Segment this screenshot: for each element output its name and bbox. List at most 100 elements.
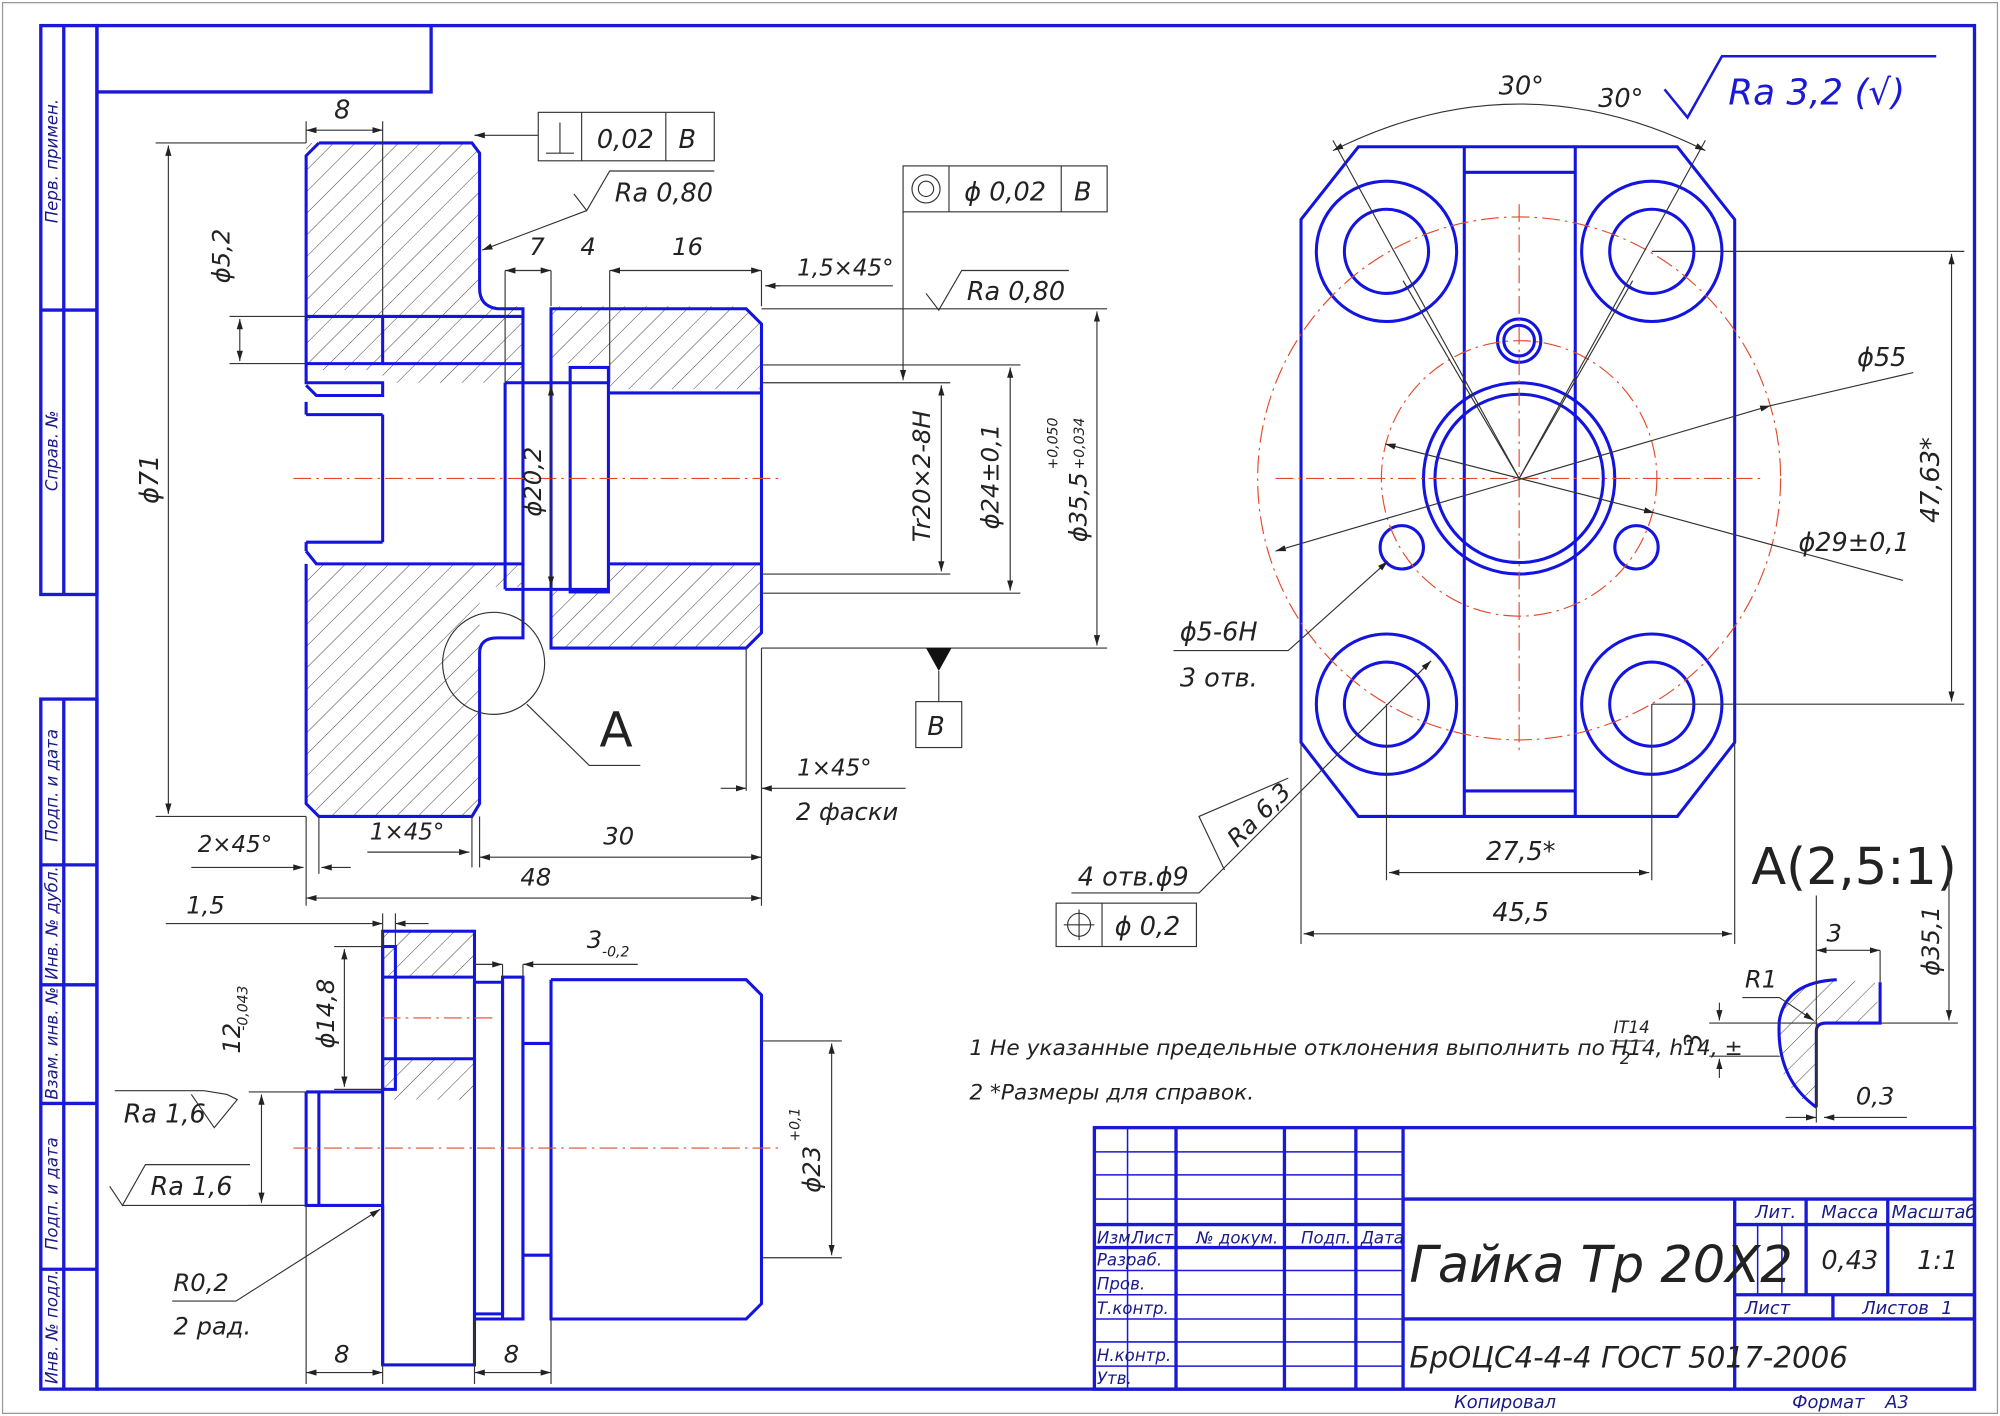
ra-080-a: Ra 0,80 — [615, 179, 713, 209]
dim-2-faski: 2 фаски — [796, 798, 898, 826]
dim-d35-5-tol-up: +0,050 — [1045, 418, 1061, 470]
dim-12-tol: -0,043 — [235, 985, 251, 1030]
dim-d35-5-tol-lo: +0,034 — [1072, 418, 1088, 470]
main-section-view: А 8 7 4 16 1,5×45° ϕ5,2 ϕ71 ϕ20,2 — [135, 96, 1108, 906]
pos-value: ϕ 0,2 — [1115, 912, 1180, 942]
note-fraction-den: 2 — [1620, 1049, 1631, 1068]
dim-4-otv-d9: 4 отв.ϕ9 — [1078, 862, 1189, 892]
dim-1-5: 1,5 — [186, 891, 225, 919]
tb-mass: 0,43 — [1821, 1246, 1878, 1276]
detail-dim-3b: 3 — [1680, 1033, 1708, 1048]
dim-d5-6h: ϕ5-6H — [1180, 617, 1258, 647]
tb-material: БрОЦС4-4-4 ГОСТ 5017-2006 — [1409, 1340, 1848, 1374]
dim-30: 30 — [603, 822, 634, 850]
dim-d55: ϕ55 — [1857, 343, 1906, 373]
ra-16-a: Ra 1,6 — [124, 1100, 206, 1130]
tb-row-utv: Утв. — [1097, 1369, 1132, 1388]
perpendicularity-frame: 0,02 B — [474, 111, 715, 162]
tb-header-data: Дата — [1360, 1229, 1404, 1248]
tb-mass-label: Масса — [1821, 1202, 1878, 1223]
stamp-inv-dubl: Инв. № дубл. — [42, 866, 61, 979]
stamp-sprav: Справ. № — [42, 411, 61, 492]
stamp-perv-primen: Перв. примен. — [42, 99, 61, 223]
dim-45-5: 45,5 — [1492, 898, 1549, 928]
section-label-a: А — [599, 702, 632, 758]
concentricity-frame: ϕ 0,02 B — [899, 165, 1108, 381]
stamp-vzam-inv: Взам. инв. № — [42, 987, 61, 1100]
technical-notes: 1 Не указанные предельные отклонения вып… — [969, 1018, 1742, 1105]
tb-part-name: Гайка Тр 20Х2 — [1409, 1236, 1792, 1295]
dim-d14-8: ϕ14,8 — [312, 979, 340, 1049]
angle-30-b: 30° — [1598, 84, 1643, 114]
dim-thread: Tr20×2-8H — [908, 410, 936, 542]
dim-d35-5: ϕ35,5 — [1065, 472, 1093, 542]
footer-format-label: Формат — [1792, 1392, 1865, 1413]
stamp-inv-podl: Инв. № подл. — [42, 1270, 61, 1384]
dim-chamfer-top: 1,5×45° — [797, 256, 893, 282]
note-2: 2 *Размеры для справок. — [969, 1081, 1254, 1106]
conc-value: ϕ 0,02 — [964, 177, 1046, 207]
roughness-marks: Ra 0,80 Ra 0,80 Ra 1,6 Ra 1,6 Ra 3,2 (√) — [109, 54, 1937, 1207]
bottom-view: 1,5 3 -0,2 ϕ14,8 12 -0,043 ϕ23 +0,1 R0,2… — [165, 891, 842, 1385]
dim-3: 3 — [587, 926, 602, 954]
detail-r1: R1 — [1745, 965, 1777, 993]
dim-2-rad: 2 рад. — [173, 1312, 251, 1340]
tb-row-prov: Пров. — [1097, 1275, 1145, 1294]
dim-d71: ϕ71 — [135, 455, 165, 504]
top-left-stamp — [96, 25, 433, 94]
dim-12: 12 — [218, 1023, 246, 1054]
stamp-podp-data-1: Подп. и дата — [42, 729, 61, 842]
dim-16: 16 — [672, 233, 703, 261]
dim-47-63: 47,63* — [1916, 437, 1946, 523]
tb-sheet-label: Лист — [1744, 1298, 1791, 1319]
tb-sheets-label: Листов — [1861, 1298, 1929, 1319]
dim-chamfer-2x45: 2×45° — [198, 832, 272, 858]
ra-16-b: Ra 1,6 — [151, 1172, 233, 1202]
detail-dim-0-3: 0,3 — [1856, 1083, 1895, 1111]
flange-view: 30° 30° ϕ55 ϕ29±0,1 47,63* ϕ5-6H 3 отв. … — [1055, 71, 1965, 948]
note-1: 1 Не указанные предельные отклонения вып… — [969, 1036, 1742, 1061]
title-block: Изм. Лист № докум. Подп. Дата Разраб. Пр… — [1092, 1125, 1977, 1391]
dim-8-a: 8 — [334, 1340, 349, 1368]
ra-6-3: Ra 6,3 — [1222, 778, 1297, 853]
tb-sheets: 1 — [1941, 1298, 1952, 1319]
dim-8-top: 8 — [334, 96, 350, 126]
tb-scale: 1:1 — [1917, 1246, 1958, 1276]
detail-a: А(2,5:1) 3 3 R1 ϕ35,1 0,3 — [1680, 838, 1958, 1123]
tb-row-nkontr: Н.контр. — [1097, 1346, 1171, 1365]
tb-header-dokum: № докум. — [1195, 1229, 1278, 1248]
dim-4: 4 — [580, 233, 595, 261]
tb-header-izm: Изм. — [1097, 1229, 1136, 1248]
tb-header-podp: Подп. — [1301, 1229, 1351, 1248]
ra-general: Ra 3,2 (√) — [1728, 73, 1905, 114]
stamp-podp-data-2: Подп. и дата — [42, 1137, 61, 1250]
tb-scale-label: Масштаб — [1892, 1202, 1977, 1223]
dim-3-tol: -0,2 — [602, 945, 629, 961]
dim-48: 48 — [520, 863, 551, 891]
note-fraction-num: IT14 — [1614, 1018, 1650, 1037]
datum-b: B — [927, 712, 944, 742]
angle-30-a: 30° — [1499, 71, 1544, 101]
dim-8-b: 8 — [504, 1340, 519, 1368]
detail-title: А(2,5:1) — [1751, 838, 1956, 897]
dim-chamfer-1x45-b: 1×45° — [797, 756, 871, 782]
perp-datum: B — [679, 125, 697, 155]
dim-r0-2: R0,2 — [173, 1269, 228, 1297]
detail-d35-1: ϕ35,1 — [1917, 906, 1945, 976]
left-stamp-column: Перв. примен. Справ. № Подп. и дата Инв.… — [39, 23, 99, 1391]
dim-d24: ϕ24±0,1 — [977, 424, 1005, 530]
tb-row-razrab: Разраб. — [1097, 1250, 1162, 1269]
tb-header-list: Лист — [1130, 1229, 1174, 1248]
dim-d29: ϕ29±0,1 — [1798, 528, 1909, 558]
dim-chamfer-1x45-a: 1×45° — [370, 819, 444, 845]
dim-3-otv: 3 отв. — [1180, 663, 1258, 693]
tb-lit-label: Лит. — [1754, 1202, 1796, 1223]
dim-7: 7 — [529, 233, 545, 261]
detail-dim-3a: 3 — [1827, 919, 1842, 947]
dim-27-5: 27,5* — [1486, 837, 1556, 867]
perp-value: 0,02 — [597, 125, 654, 155]
ra-080-b: Ra 0,80 — [967, 277, 1065, 307]
footer-copied: Копировал — [1454, 1392, 1556, 1413]
dim-d23: ϕ23 — [798, 1146, 826, 1193]
